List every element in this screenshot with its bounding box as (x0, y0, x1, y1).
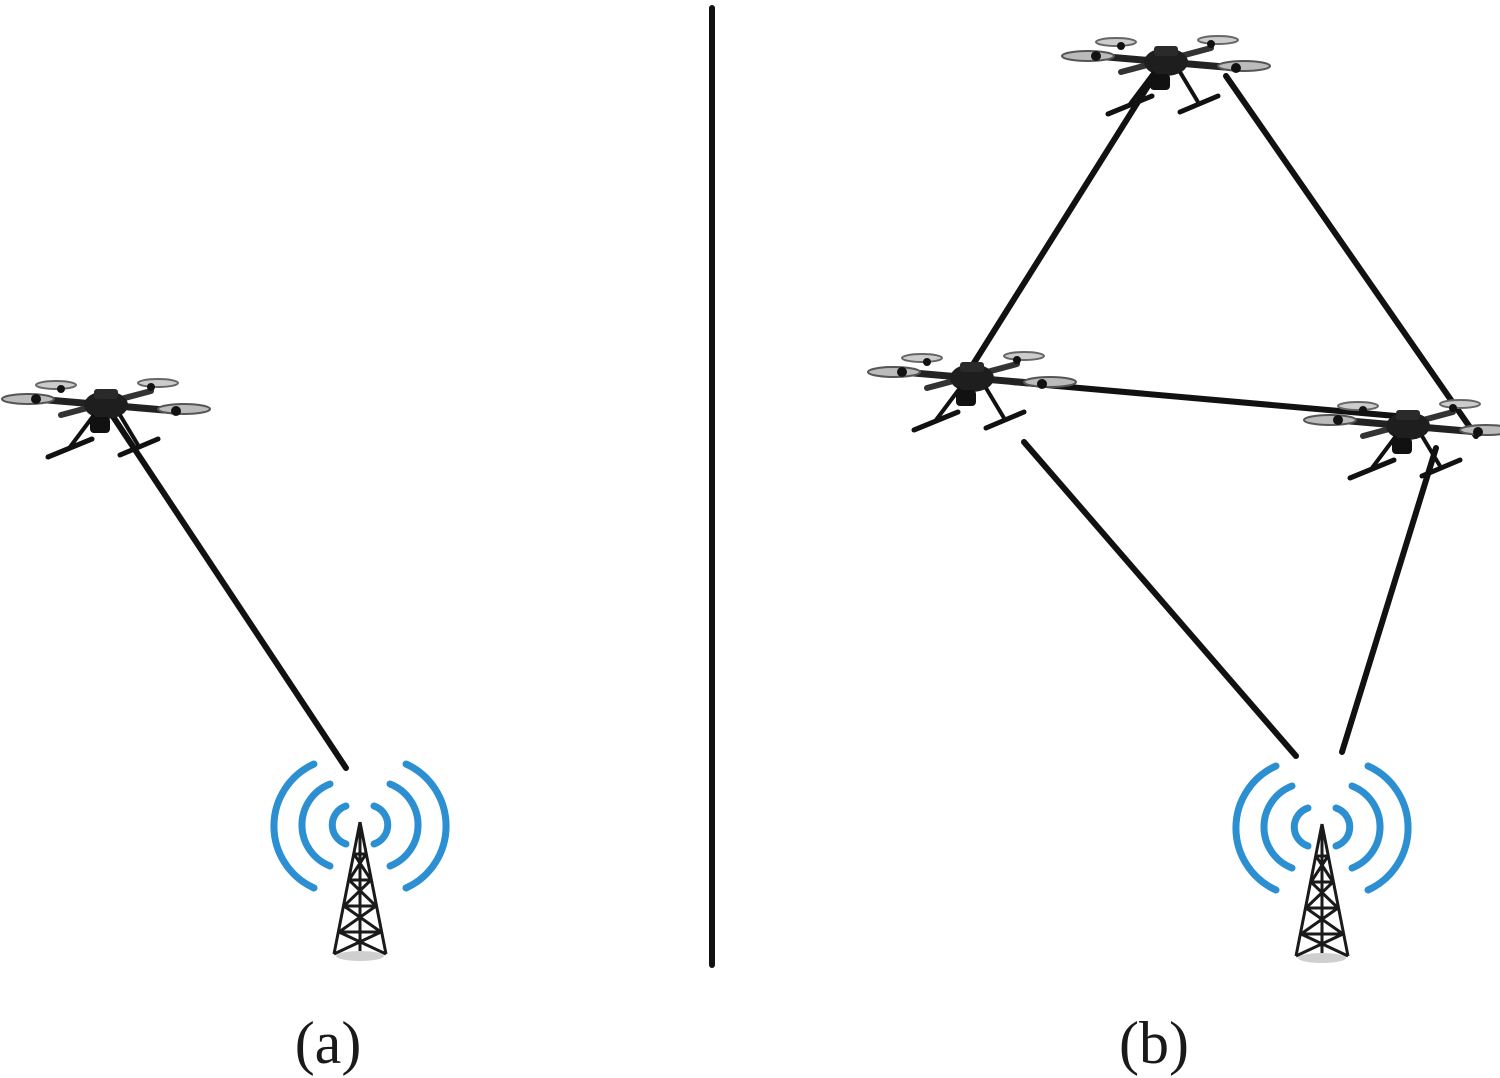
drone-icon (868, 352, 1076, 430)
link-drone-to-tower (109, 412, 349, 771)
drone-icon (2, 379, 210, 457)
drone-icon (1062, 36, 1270, 114)
panel-b (868, 36, 1500, 963)
cell-tower-icon (1236, 766, 1408, 963)
link-left-drone-to-tower (1021, 439, 1299, 759)
link-top-to-right-drone (1223, 73, 1479, 439)
cell-tower-icon (274, 764, 446, 961)
link-left-to-right-drone (1009, 379, 1399, 419)
link-top-to-left-drone (959, 67, 1161, 385)
caption-a: (a) (294, 1010, 362, 1076)
link-right-drone-to-tower (1339, 445, 1439, 755)
caption-b: (b) (1119, 1010, 1189, 1076)
panel-a (2, 379, 446, 961)
